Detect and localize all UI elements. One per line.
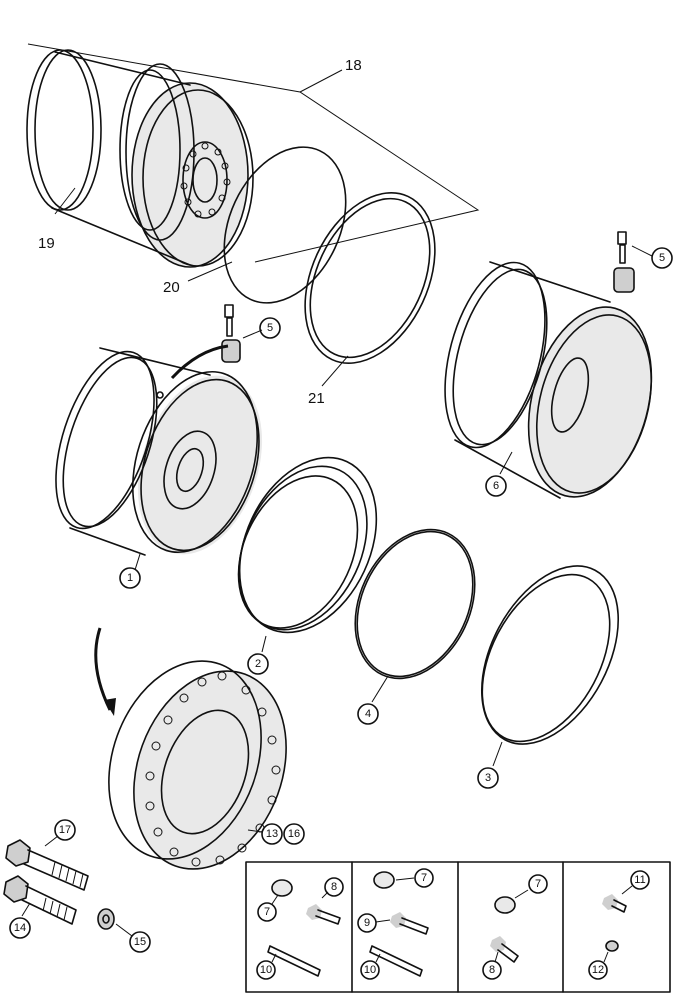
- kit2-callout-tl: [357, 913, 377, 933]
- assembly-arrow: [94, 627, 116, 716]
- kit2-label-tl: 9: [364, 917, 370, 929]
- callout-16: [283, 823, 305, 845]
- kit4-label-tr: 11: [634, 874, 645, 886]
- kit4-callout-tr: [630, 870, 650, 890]
- label-1: 1: [127, 572, 133, 584]
- kit-3: 7 8: [482, 874, 548, 980]
- callout-5-right: [651, 247, 673, 269]
- callout-4: [357, 703, 379, 725]
- part-20-o-ring: 20: [163, 146, 347, 304]
- kit-2: 7 9 10: [357, 868, 434, 980]
- label-2: 2: [255, 658, 261, 670]
- callout-14: [9, 917, 31, 939]
- kit2-callout-tr: [414, 868, 434, 888]
- part-15-washer: 15: [97, 908, 151, 953]
- part-19-dual-rim: 19: [26, 49, 254, 268]
- label-15: 15: [134, 936, 146, 948]
- kit2-label-tr: 7: [421, 872, 427, 884]
- label-17: 17: [59, 824, 71, 836]
- part-14-bolt: 14: [3, 875, 77, 939]
- callout-5-left: [259, 317, 281, 339]
- callout-13: [261, 823, 283, 845]
- kit3-callout-tr: [528, 874, 548, 894]
- callout-2: [247, 653, 269, 675]
- kit1-label-tl: 7: [264, 906, 270, 918]
- group-18-bracket: [27, 43, 480, 263]
- kit3-label-b: 8: [489, 964, 495, 976]
- hardware-kits-box: 7 8 10 7 9 10: [245, 861, 671, 993]
- callout-15: [129, 931, 151, 953]
- part-17-bolt: 17: [5, 819, 89, 891]
- callout-3: [477, 767, 499, 789]
- kit4-label-b: 12: [592, 964, 604, 976]
- label-6: 6: [493, 480, 499, 492]
- part-13-16-wheel-spacer: 13 16: [108, 660, 305, 870]
- callout-1: [119, 567, 141, 589]
- part-6-wheel-rim: 6: [444, 261, 653, 499]
- kit1-callout-tl: [257, 902, 277, 922]
- label-18: 18: [345, 57, 362, 74]
- kit-4: 11 12: [588, 870, 650, 980]
- callout-17: [54, 819, 76, 841]
- label-14: 14: [14, 922, 26, 934]
- kit1-callout-tr: [324, 877, 344, 897]
- part-2-side-ring: 2: [237, 456, 378, 675]
- label-20: 20: [163, 279, 180, 296]
- kit1-callout-b: [256, 960, 276, 980]
- part-5-valve-stem-left: 5: [221, 304, 281, 363]
- label-19: 19: [38, 235, 55, 252]
- callout-6: [485, 475, 507, 497]
- label-5-left: 5: [267, 322, 273, 334]
- bolt-holes: [180, 142, 231, 218]
- kit-1: 7 8 10: [256, 877, 344, 980]
- kit1-label-b: 10: [260, 964, 272, 976]
- kit3-label-tr: 7: [535, 878, 541, 890]
- label-21: 21: [308, 390, 325, 407]
- part-5-valve-stem-right: 5: [613, 231, 673, 293]
- part-4-o-ring: 4: [354, 528, 476, 725]
- label-13: 13: [266, 828, 278, 840]
- part-3-lock-ring: 3: [477, 565, 620, 789]
- kit2-label-b: 10: [364, 964, 376, 976]
- label-4: 4: [365, 708, 371, 720]
- kit3-callout-b: [482, 960, 502, 980]
- label-5-right: 5: [659, 252, 665, 264]
- kit1-label-tr: 8: [331, 881, 337, 893]
- label-16: 16: [288, 828, 300, 840]
- part-21-lock-ring: 21: [304, 192, 436, 407]
- part-1-wheel-rim: 1: [55, 344, 263, 589]
- kit4-callout-b: [588, 960, 608, 980]
- label-3: 3: [485, 772, 491, 784]
- kit2-callout-b: [360, 960, 380, 980]
